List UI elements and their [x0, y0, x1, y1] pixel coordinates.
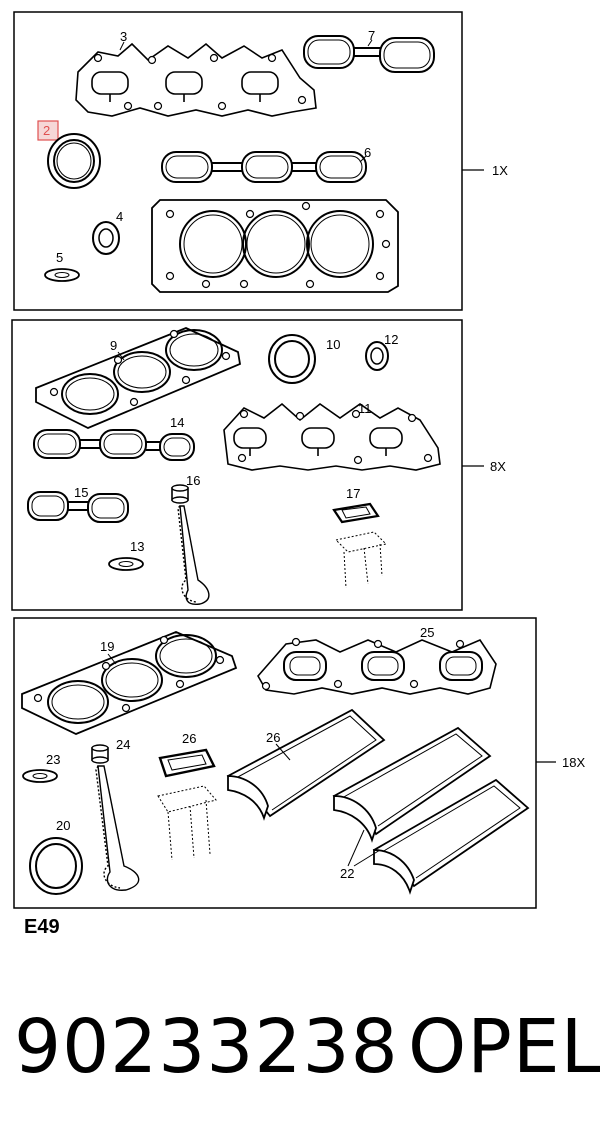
cylinder-head-gasket-19[interactable]: [21, 631, 238, 735]
callout-24: 24: [116, 737, 130, 752]
callout-5: 5: [56, 250, 63, 265]
exhaust-manifold-gasket-11[interactable]: [223, 402, 441, 471]
callout-13: 13: [130, 539, 144, 554]
oil-seal-4[interactable]: [92, 221, 120, 255]
valve-stem-seal-24[interactable]: [91, 744, 109, 764]
valve-panel-2: [177, 505, 210, 605]
seal-ring-20[interactable]: [29, 837, 83, 895]
intake-gasket-15[interactable]: [27, 491, 129, 523]
callout-6: 6: [364, 145, 371, 160]
callout-2: 2: [43, 123, 50, 138]
gasket-kit-diagram: 1X 3 7 2 6: [11, 11, 585, 909]
valve-cover-outline-panel-2: [334, 531, 388, 589]
callout-10: 10: [326, 337, 340, 352]
gasket-25[interactable]: [158, 748, 216, 778]
valve-cover-outline-panel-3: [157, 785, 217, 861]
callout-16: 16: [186, 473, 200, 488]
valve-stem-seal-16[interactable]: [171, 484, 189, 504]
highlight-box-2: [37, 120, 59, 141]
cylinder-head-gasket-panel-1[interactable]: [151, 199, 399, 293]
valve-panel-3: [95, 765, 140, 891]
intake-gasket-7[interactable]: [303, 35, 435, 73]
callout-11: 11: [358, 401, 372, 416]
half-moon-gasket-22b[interactable]: [372, 778, 530, 895]
panel-1-frame: [13, 11, 463, 311]
callout-3: 3: [120, 29, 127, 44]
seal-ring-10[interactable]: [268, 334, 316, 384]
exhaust-manifold-gasket-3[interactable]: [75, 42, 317, 117]
callout-15: 15: [74, 485, 88, 500]
part-number: 90233238: [14, 1004, 399, 1090]
callout-25: 26: [182, 731, 196, 746]
callout-9: 9: [110, 338, 117, 353]
callout-22: 22: [340, 866, 354, 881]
callout-17: 17: [346, 486, 360, 501]
callout-19: 19: [100, 639, 114, 654]
callout-7: 7: [368, 28, 375, 43]
callout-14: 14: [170, 415, 184, 430]
half-moon-gasket-22a[interactable]: [332, 726, 492, 843]
callout-23: 23: [46, 752, 60, 767]
washer-13[interactable]: [108, 557, 144, 571]
callout-12: 12: [384, 332, 398, 347]
panel-3-frame: [13, 617, 537, 909]
callout-21: 25: [420, 625, 434, 640]
seal-ring-2[interactable]: [47, 133, 101, 189]
gasket-17[interactable]: [332, 502, 380, 524]
oil-seal-12[interactable]: [365, 341, 389, 371]
washer-5[interactable]: [44, 268, 80, 282]
callout-20: 20: [56, 818, 70, 833]
cylinder-head-gasket-9[interactable]: [35, 327, 242, 429]
panel-1-quantity: 1X: [492, 163, 508, 178]
intake-gasket-14[interactable]: [33, 429, 195, 461]
intake-manifold-gasket-6[interactable]: [161, 151, 367, 183]
callout-26-label: 26: [266, 730, 280, 745]
panel-3-quantity: 18X: [562, 755, 585, 770]
diagram-code: E49: [24, 916, 60, 938]
brand-name: OPEL: [408, 1004, 600, 1090]
panel-2-frame: [11, 319, 463, 611]
panel-2-quantity: 8X: [490, 459, 506, 474]
washer-23[interactable]: [22, 769, 58, 783]
exhaust-manifold-gasket-21[interactable]: [257, 637, 497, 695]
half-moon-gasket-26[interactable]: [226, 708, 386, 821]
callout-4: 4: [116, 209, 123, 224]
